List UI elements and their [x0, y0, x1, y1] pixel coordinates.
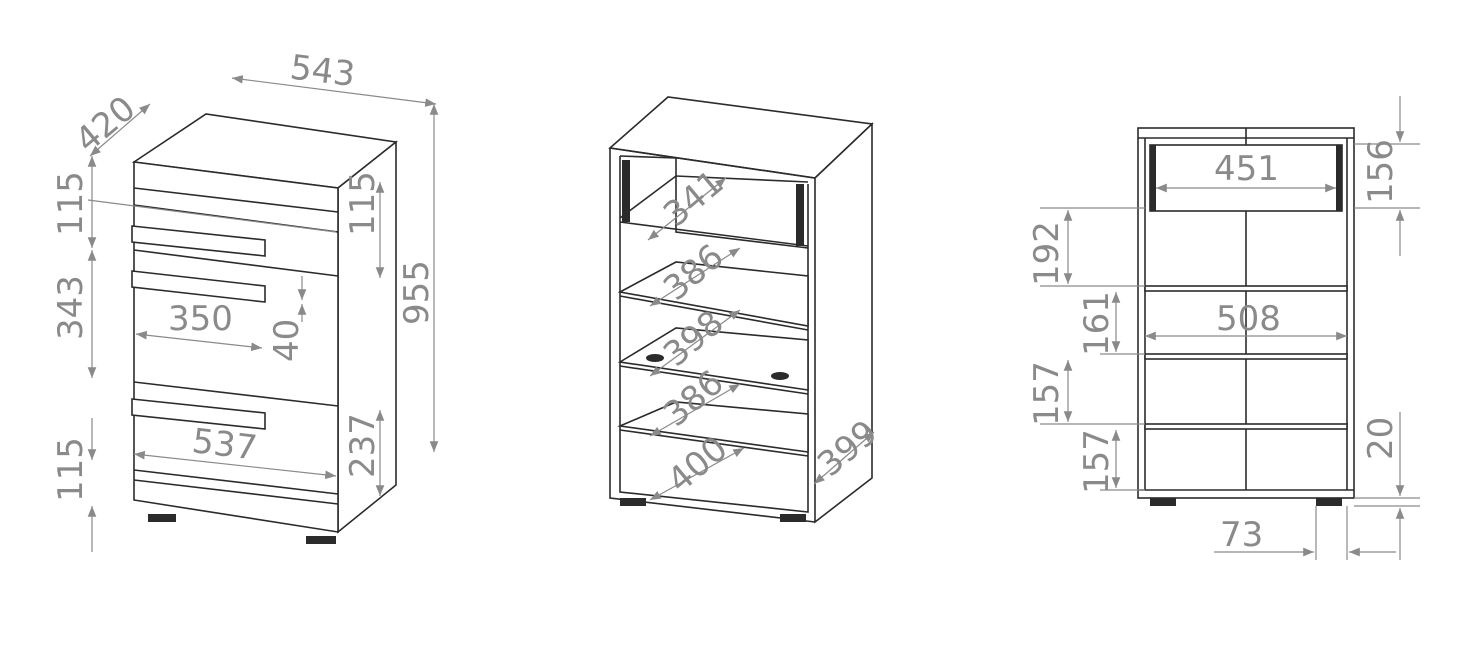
- front-orthographic-view: 451 156 192 161 508 157 157 20 73: [1027, 96, 1420, 560]
- dim-mid-drawer: 343: [51, 275, 91, 340]
- shelf: [1144, 423, 1348, 430]
- dim-section1: 192: [1027, 221, 1067, 286]
- open-carcass-view: 341 386 398 386 400 399: [608, 96, 886, 524]
- dim-top-drawer-right: 115: [343, 171, 383, 236]
- dim-depth: 420: [68, 88, 143, 160]
- dim-plinth: 20: [1361, 417, 1401, 460]
- dim-handle-height: 40: [267, 319, 307, 362]
- shelf: [1144, 285, 1348, 292]
- drawer-box: [1149, 144, 1343, 212]
- dim-drawer-height: 156: [1361, 139, 1401, 204]
- dim-drawer-width: 451: [1214, 149, 1279, 189]
- dim-handle-width: 350: [168, 299, 233, 339]
- dim-top-drawer: 115: [51, 171, 91, 236]
- drawer-handle: [131, 398, 266, 430]
- shelf: [1144, 353, 1348, 360]
- drawer-handle: [131, 270, 266, 303]
- drawer-line: [133, 187, 339, 213]
- dim-inner-width: 508: [1216, 299, 1281, 339]
- dim-section3: 157: [1027, 361, 1067, 426]
- chest-foot: [306, 536, 336, 544]
- dim-bottom-width: 537: [190, 421, 259, 469]
- dim-bottom-section: 237: [343, 413, 383, 478]
- drawer-line: [133, 479, 339, 505]
- drawer-runner: [622, 160, 630, 222]
- drawer-line: [133, 249, 339, 277]
- dim-section2: 161: [1077, 291, 1117, 356]
- chest-foot: [148, 514, 176, 522]
- dim-section4: 157: [1077, 429, 1117, 494]
- closed-chest-view: 543 420 955 115 115 343 350 40 537 115 2…: [51, 48, 439, 552]
- dim-bottom-drawer: 115: [51, 437, 91, 502]
- dim-height: 955: [397, 260, 437, 325]
- dim-width: 543: [288, 48, 357, 96]
- chest-front: [133, 161, 339, 533]
- dim-foot-inset: 73: [1220, 515, 1263, 555]
- drawer-runner: [796, 184, 804, 246]
- drawer-handle: [131, 225, 266, 257]
- drawer-line: [133, 381, 339, 407]
